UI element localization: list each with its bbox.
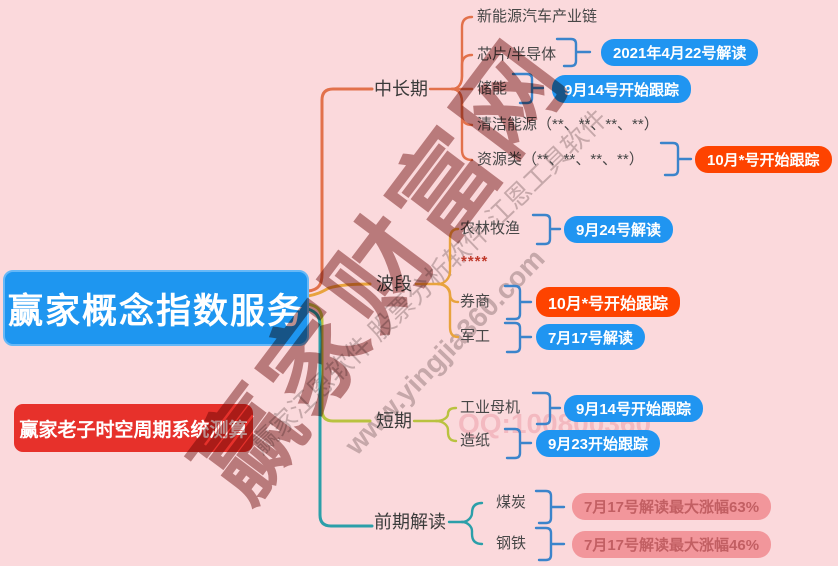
topic-military[interactable]: 军工	[460, 328, 491, 345]
tag-steel-gain[interactable]: 7月17号解读最大涨幅46%	[572, 531, 772, 558]
spine-short-term	[412, 406, 458, 443]
tag-chip-date[interactable]: 2021年4月22号解读	[601, 39, 759, 66]
branch-band[interactable]: 波段	[376, 274, 412, 294]
topic-nev-chain[interactable]: 新能源汽车产业链	[477, 8, 598, 25]
tag-resources-track[interactable]: 10月*号开始跟踪	[695, 146, 832, 173]
tag-military-date[interactable]: 7月17号解读	[536, 324, 646, 350]
note-box[interactable]: 赢家老子时空周期系统测算	[14, 404, 253, 452]
trunk-previous-review	[306, 307, 374, 528]
trunk-band	[306, 282, 372, 298]
topic-hidden-stars[interactable]: ****	[461, 253, 489, 270]
spine-band	[414, 227, 460, 339]
branch-previous-review[interactable]: 前期解读	[374, 512, 446, 532]
branch-short-term[interactable]: 短期	[376, 411, 412, 431]
topic-steel[interactable]: 钢铁	[496, 535, 527, 552]
tag-brokerage-track[interactable]: 10月*号开始跟踪	[536, 287, 681, 317]
trunk-short-term	[306, 302, 372, 423]
topic-coal[interactable]: 煤炭	[496, 494, 527, 511]
topic-resources[interactable]: 资源类（**、**、**、**）	[477, 151, 644, 168]
topic-chip-semi[interactable]: 芯片/半导体	[477, 46, 557, 63]
topic-energy-storage[interactable]: 储能	[477, 80, 508, 97]
topic-agriculture[interactable]: 农林牧渔	[460, 220, 521, 237]
topic-clean-energy[interactable]: 清洁能源（**、**、**、**）	[477, 116, 659, 133]
tag-coal-gain[interactable]: 7月17号解读最大涨幅63%	[572, 493, 772, 520]
tag-machine-track[interactable]: 9月14号开始跟踪	[564, 395, 704, 422]
tag-paper-track[interactable]: 9月23开始跟踪	[536, 430, 661, 457]
trunk-medium-long-term	[306, 87, 374, 293]
topic-machine-tools[interactable]: 工业母机	[460, 399, 521, 416]
topic-brokerage[interactable]: 券商	[460, 293, 491, 310]
topic-papermaking[interactable]: 造纸	[460, 432, 491, 449]
tag-agriculture-date[interactable]: 9月24号解读	[564, 216, 674, 243]
tag-storage-track[interactable]: 9月14号开始跟踪	[552, 75, 692, 103]
tag-brackets	[503, 37, 693, 562]
root-topic[interactable]: 赢家概念指数服务	[3, 270, 309, 346]
spine-medium-long-term	[428, 15, 474, 162]
branch-medium-long-term[interactable]: 中长期	[374, 79, 428, 99]
spine-previous-review	[447, 501, 484, 546]
